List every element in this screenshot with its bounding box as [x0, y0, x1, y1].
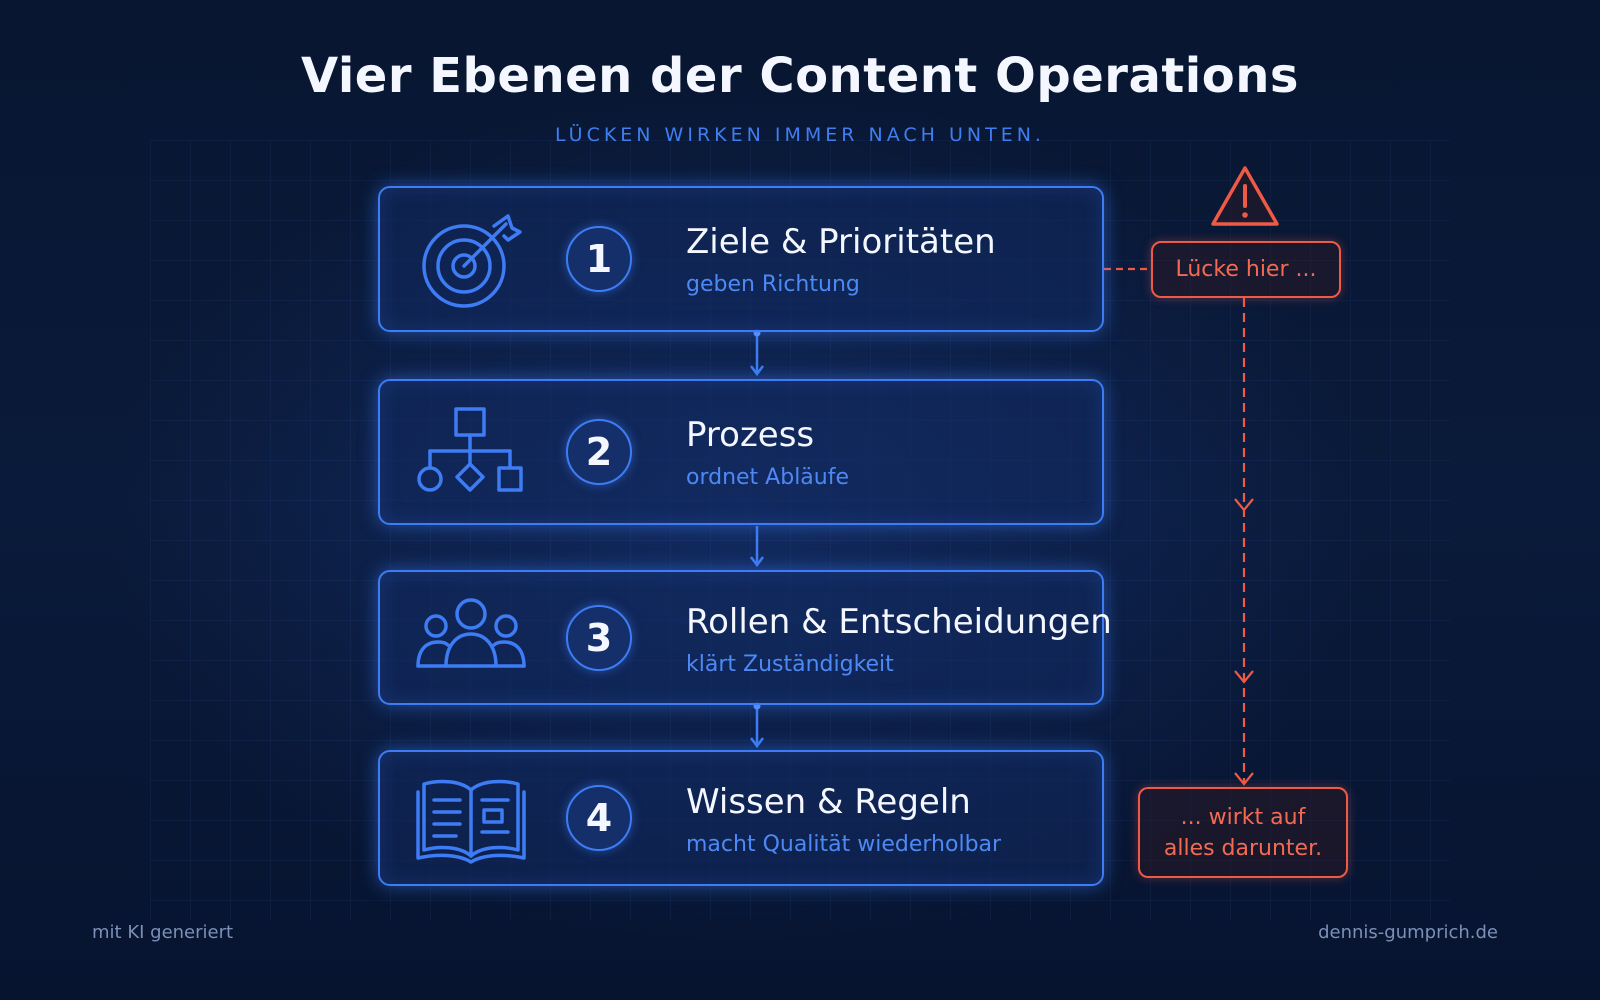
page-subtitle: LÜCKEN WIRKEN IMMER NACH UNTEN.	[555, 124, 1045, 146]
effect-callout: ... wirkt auf alles darunter.	[1138, 787, 1348, 878]
level-subtitle-1: geben Richtung	[686, 272, 860, 297]
footer-website: dennis-gumprich.de	[1318, 922, 1498, 943]
level-subtitle-2: ordnet Abläufe	[686, 465, 850, 490]
level-title-1: Ziele & Prioritäten	[686, 222, 996, 262]
gap-callout: Lücke hier ...	[1151, 241, 1341, 298]
people-icon	[416, 592, 526, 688]
level-card-3: 3 Rollen & Entscheidungen klärt Zuständi…	[378, 570, 1112, 705]
page-title: Vier Ebenen der Content Operations	[301, 48, 1299, 104]
level-title-4: Wissen & Regeln	[686, 782, 971, 822]
level-subtitle-4: macht Qualität wiederholbar	[686, 832, 1002, 857]
level-number-1: 1	[566, 226, 632, 292]
book-icon	[416, 772, 526, 868]
effect-callout-line2: alles darunter.	[1163, 836, 1323, 861]
level-title-2: Prozess	[686, 415, 815, 455]
level-number-2: 2	[566, 419, 632, 485]
level-card-2: 2 Prozess ordnet Abläufe	[378, 379, 1104, 525]
level-number-3: 3	[566, 605, 632, 671]
level-card-1: 1 Ziele & Prioritäten geben Richtung	[378, 186, 1104, 332]
level-number-4: 4	[566, 785, 632, 851]
level-card-4: 4 Wissen & Regeln macht Qualität wiederh…	[378, 750, 1104, 886]
flowchart-icon	[416, 405, 526, 501]
level-subtitle-3: klärt Zuständigkeit	[686, 652, 894, 677]
footer-ai-note: mit KI generiert	[92, 922, 234, 943]
effect-callout-line1: ... wirkt auf	[1180, 805, 1306, 830]
target-icon	[416, 212, 526, 308]
warning-icon	[1211, 166, 1279, 226]
level-title-3: Rollen & Entscheidungen	[686, 602, 1112, 642]
